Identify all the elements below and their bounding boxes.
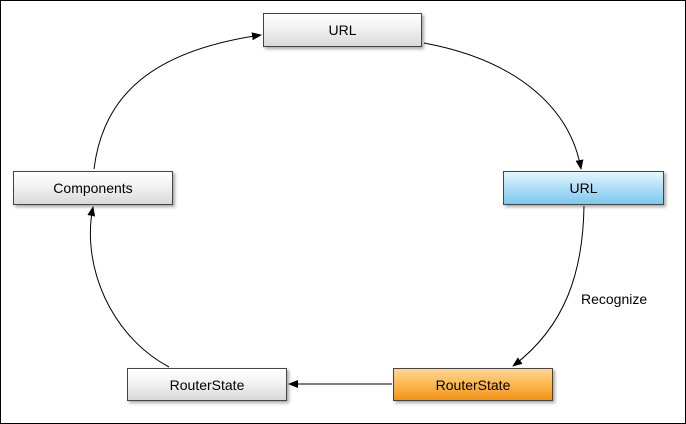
node-routerstate-right-label: RouterState (435, 376, 511, 393)
edge-label-recognize: Recognize (581, 291, 648, 307)
node-routerstate-left-label: RouterState (169, 376, 245, 393)
node-url-right: URL (503, 171, 664, 205)
edge-components-to-url-top (93, 32, 262, 170)
edge-routerstate-left-to-components (87, 206, 170, 368)
edge-url-right-to-routerstate-right (512, 205, 585, 367)
node-routerstate-left: RouterState (127, 368, 287, 401)
node-components-label: Components (53, 180, 133, 196)
edge-url-top-to-url-right (423, 42, 584, 170)
node-url-top-label: URL (328, 22, 357, 38)
node-url-top: URL (263, 13, 422, 47)
node-url-right-label: URL (569, 180, 598, 196)
node-routerstate-right: RouterState (393, 368, 553, 401)
node-components: Components (13, 171, 173, 205)
